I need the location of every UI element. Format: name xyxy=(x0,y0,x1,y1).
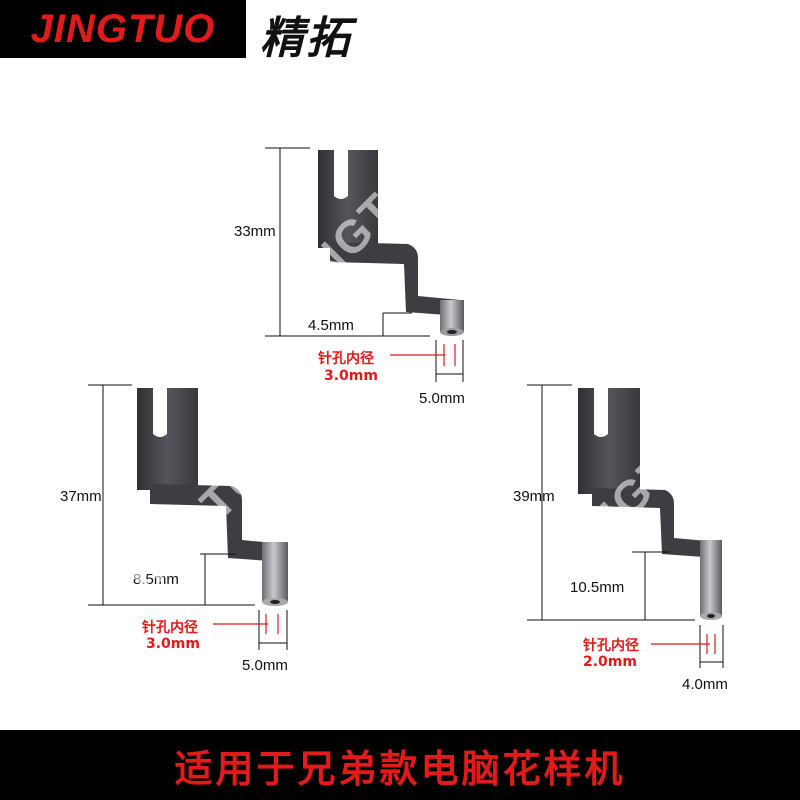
dim-foot-width-label: 4.0mm xyxy=(682,676,728,693)
dim-height-label: 39mm xyxy=(513,488,555,505)
brand-name-chinese: 精拓 xyxy=(260,13,352,64)
dimension-lines xyxy=(265,147,464,382)
presser-foot-pin xyxy=(262,542,288,602)
hole-value: 2.0mm xyxy=(583,654,637,670)
presser-foot-part-3: 39mm 10.5mm 针孔内径 2.0mm 4.0mm xyxy=(513,384,728,693)
footer-banner: 适用于兄弟款电脑花样机 xyxy=(0,730,800,800)
hole-label: 针孔内径 xyxy=(582,637,639,654)
dim-foot-width-label: 5.0mm xyxy=(419,390,465,407)
presser-foot-plate xyxy=(137,388,198,490)
dimension-lines xyxy=(527,384,724,668)
presser-foot-part-2: 37mm 8.5mm 针孔内径 3.0mm 5.0mm xyxy=(60,384,288,674)
presser-foot-neck xyxy=(592,488,718,558)
hole-marker-lines xyxy=(390,344,456,366)
dim-step-label: 8.5mm xyxy=(133,571,179,588)
dim-step-label: 4.5mm xyxy=(308,317,354,334)
hole-label: 针孔内径 xyxy=(317,350,374,367)
presser-foot-neck xyxy=(330,242,460,316)
dim-height-label: 37mm xyxy=(60,488,102,505)
dim-height-label: 33mm xyxy=(234,223,276,240)
hole-label: 针孔内径 xyxy=(141,619,198,636)
brand-name-latin: JINGTUO xyxy=(30,6,216,51)
presser-foot-plate xyxy=(578,388,640,494)
presser-foot-pin xyxy=(440,300,464,332)
presser-foot-neck xyxy=(150,484,285,562)
footer-compatibility-text: 适用于兄弟款电脑花样机 xyxy=(174,746,626,791)
hole-value: 3.0mm xyxy=(324,368,378,384)
hole-marker-lines xyxy=(213,614,279,634)
dim-step-label: 10.5mm xyxy=(570,579,624,596)
dimension-lines xyxy=(88,384,288,650)
dim-foot-width-label: 5.0mm xyxy=(242,657,288,674)
brand-logo-box: JINGTUO xyxy=(0,0,246,58)
presser-foot-pin xyxy=(700,540,722,616)
hole-marker-lines xyxy=(651,634,716,654)
presser-foot-part-1: 33mm 4.5mm 针孔内径 3.0mm 5.0mm xyxy=(234,147,465,407)
hole-value: 3.0mm xyxy=(146,636,200,652)
presser-foot-plate xyxy=(318,150,378,248)
